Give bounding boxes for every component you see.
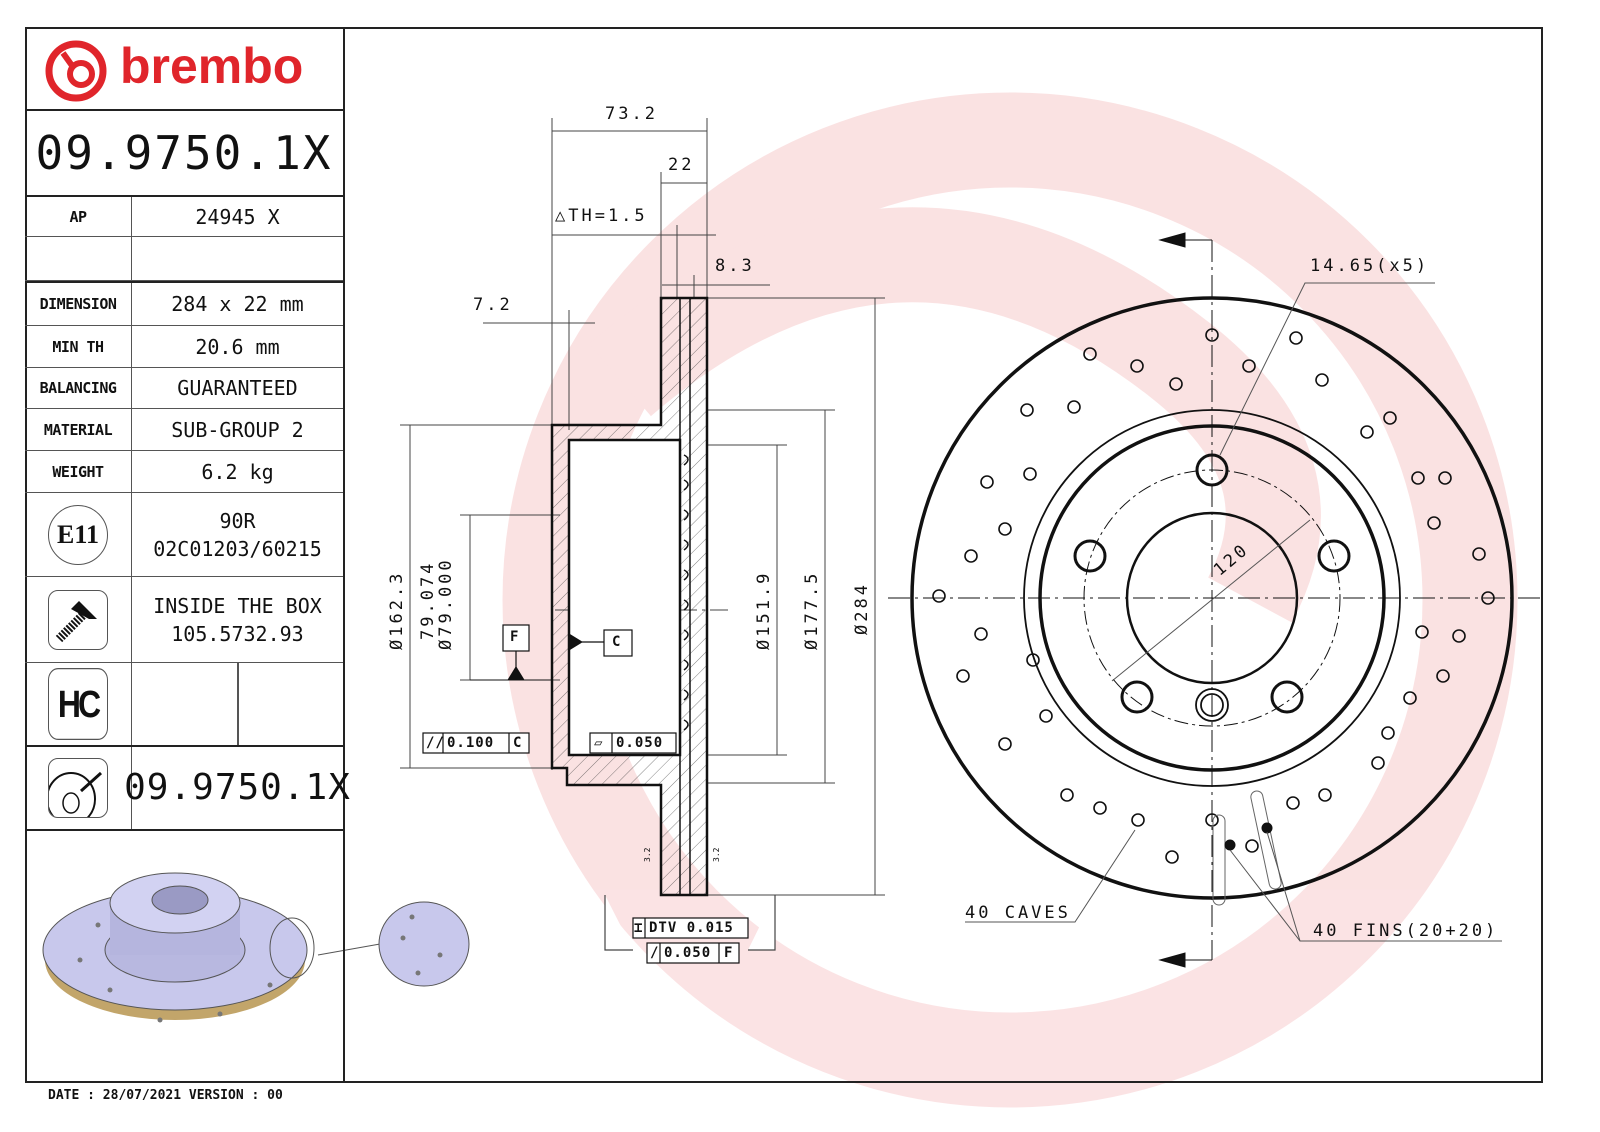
spec-label: DIMENSION (25, 283, 132, 325)
homologation-number: 02C01203/60215 (153, 536, 322, 561)
spec-label: MIN TH (25, 326, 132, 367)
section-view (400, 118, 885, 964)
hc-divider (237, 663, 239, 745)
spec-row-balancing: BALANCING GUARANTEED (25, 368, 343, 409)
tol-runout-value: 0.050 (664, 945, 712, 961)
screw-note: INSIDE THE BOX (153, 593, 322, 618)
hc-row: HC (25, 663, 343, 747)
dim-hat-wall: 7.2 (473, 295, 513, 315)
hc-icon: HC (48, 668, 108, 740)
dim-d151: Ø151.9 (754, 570, 774, 650)
caves-label: 40 CAVES (965, 903, 1071, 923)
disc-ref-row: 09.9750.1X (25, 747, 351, 831)
title-block: brembo 09.9750.1X AP 24945 X DIMENSION 2… (25, 27, 351, 1083)
footer-date-version: DATE : 28/07/2021 VERSION : 00 (48, 1088, 283, 1103)
dim-d79-lower: Ø79.000 (436, 557, 456, 650)
spec-row-ap: AP 24945 X (25, 197, 343, 237)
dim-d177: Ø177.5 (802, 570, 822, 650)
spec-row-empty (25, 237, 343, 281)
dim-delta-th: △TH=1.5 (555, 206, 648, 226)
dim-thickness: 22 (668, 155, 695, 175)
datum-c: C (612, 634, 622, 650)
tol-runout-datum: F (724, 945, 734, 961)
iso-divider (343, 828, 345, 1083)
spec-label: AP (25, 197, 132, 236)
spec-value: 284 x 22 mm (171, 292, 304, 316)
dim-vent-gap: 8.3 (715, 256, 755, 276)
dim-d162: Ø162.3 (387, 570, 407, 650)
disc-ref-value: 09.9750.1X (124, 767, 351, 808)
dim-d79-upper: 79.074 (418, 560, 438, 640)
drawing-frame (25, 27, 1543, 1083)
spec-label: BALANCING (25, 368, 132, 408)
part-number-title: 09.9750.1X (25, 111, 343, 197)
spec-value: GUARANTEED (177, 376, 298, 400)
tol-flatness-value: 0.050 (616, 735, 664, 751)
spec-value: 6.2 kg (201, 459, 274, 484)
tol-parallel-value: 0.100 (447, 735, 495, 751)
tol-parallel-datum: C (513, 735, 523, 751)
tol-flatness-symbol: ▱ (594, 735, 604, 751)
homologation-code: 90R (219, 508, 256, 533)
spec-row-weight: WEIGHT 6.2 kg (25, 451, 343, 493)
homologation-row: E11 90R 02C01203/60215 (25, 493, 343, 577)
screw-row: INSIDE THE BOX 105.5732.93 (25, 577, 343, 663)
tol-dtv-symbol: ⌶ (634, 920, 644, 936)
e11-certification-icon: E11 (48, 504, 108, 565)
spec-row-material: MATERIAL SUB-GROUP 2 (25, 409, 343, 451)
tol-runout-symbol: / (650, 945, 660, 961)
spec-value (132, 237, 343, 280)
datum-f: F (510, 629, 520, 645)
brembo-logo-icon (45, 40, 107, 102)
dim-overall-height: 73.2 (605, 104, 658, 124)
brand-logo: brembo (25, 27, 343, 111)
disc-marking-icon (48, 758, 108, 818)
spec-value: SUB-GROUP 2 (171, 417, 304, 442)
spec-value: 24945 X (195, 204, 280, 229)
bolt-hole-diameter: 14.65(x5) (1310, 256, 1430, 276)
front-view (888, 232, 1540, 968)
spec-label: MATERIAL (25, 409, 132, 450)
drilled-holes (932, 328, 1495, 864)
screw-part-number: 105.5732.93 (171, 621, 304, 646)
dim-d284: Ø284 (852, 582, 872, 635)
spec-value: 20.6 mm (195, 334, 280, 359)
roughness-left: 3.2 (643, 847, 652, 862)
tol-parallel-symbol: // (426, 735, 445, 751)
spec-row-dimension: DIMENSION 284 x 22 mm (25, 281, 343, 326)
iso-disc-render (42, 872, 470, 1023)
brand-name: brembo (120, 38, 304, 94)
roughness-right: 3.2 (712, 847, 721, 862)
spec-row-min-th: MIN TH 20.6 mm (25, 326, 343, 368)
tol-dtv-value: DTV 0.015 (649, 920, 734, 936)
screw-icon (48, 589, 108, 650)
spec-label (25, 237, 132, 280)
fins-label: 40 FINS(20+20) (1313, 921, 1499, 941)
spec-label: WEIGHT (25, 451, 132, 492)
